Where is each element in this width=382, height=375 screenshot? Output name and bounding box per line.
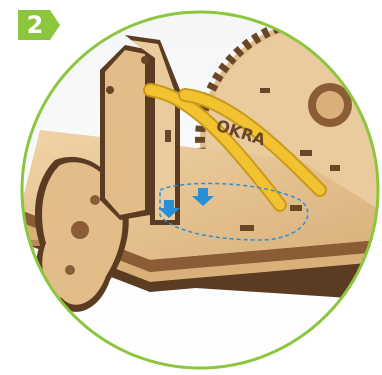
upright-frame: [100, 35, 180, 225]
step-badge: 2: [18, 10, 60, 40]
step-number: 2: [18, 10, 52, 40]
